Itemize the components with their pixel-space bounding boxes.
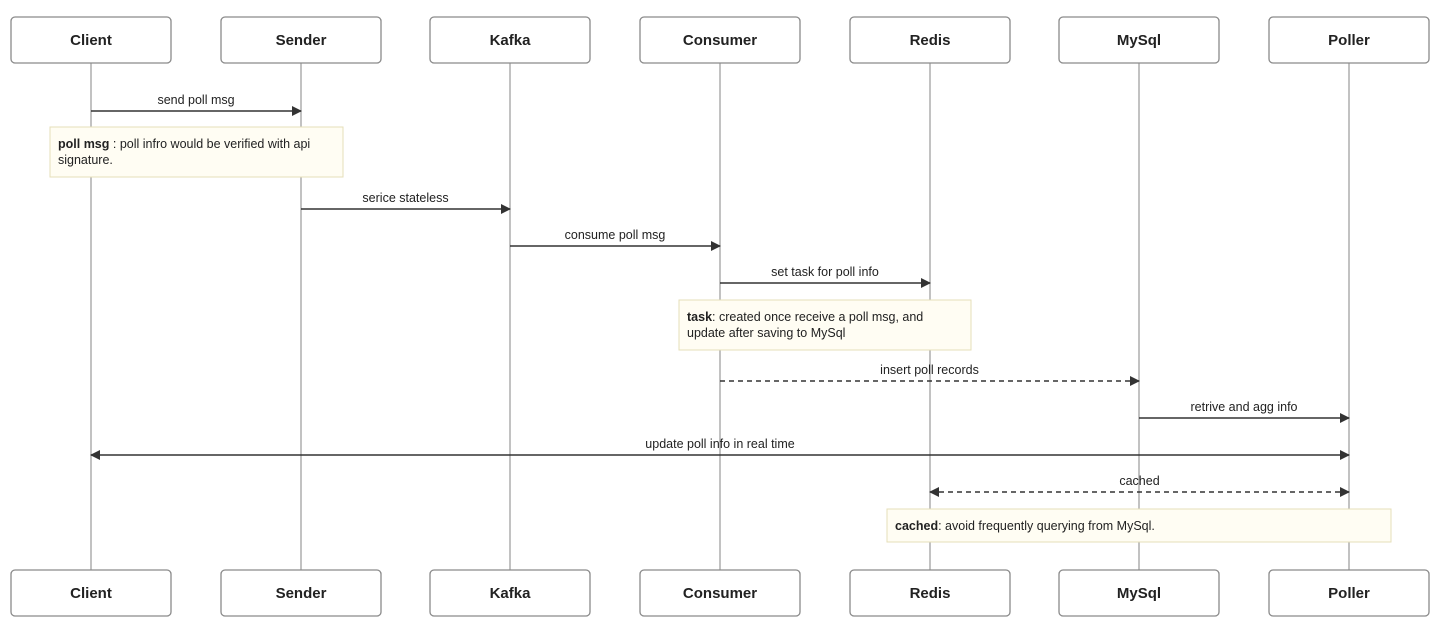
actor-box <box>639 569 801 617</box>
message-0: send poll msg <box>91 93 302 116</box>
actor-client-top: Client <box>10 16 172 64</box>
message-label: cached <box>1119 474 1159 488</box>
actor-label: Poller <box>1328 32 1370 49</box>
message-label: serice stateless <box>362 191 448 205</box>
message-label: consume poll msg <box>565 228 666 242</box>
notes: poll msg : poll infro would be verified … <box>49 126 1392 543</box>
actor-label: MySql <box>1117 32 1161 49</box>
actor-label: Consumer <box>683 585 757 602</box>
actor-box <box>429 16 591 64</box>
actor-box <box>639 16 801 64</box>
note-poll-msg: poll msg : poll infro would be verified … <box>49 126 344 178</box>
message-2: consume poll msg <box>510 228 721 251</box>
message-label: insert poll records <box>880 363 979 377</box>
actor-box <box>429 569 591 617</box>
note-task: task: created once receive a poll msg, a… <box>678 299 972 351</box>
message-7: cached <box>929 474 1350 497</box>
actor-consumer-top: Consumer <box>639 16 801 64</box>
actor-label: Client <box>70 585 112 602</box>
actor-kafka-bottom: Kafka <box>429 569 591 617</box>
actor-label: Sender <box>276 585 327 602</box>
note-cached: cached: avoid frequently querying from M… <box>886 508 1392 543</box>
actor-label: Consumer <box>683 32 757 49</box>
note-line: cached: avoid frequently querying from M… <box>895 519 1155 533</box>
actor-box <box>849 16 1011 64</box>
actors-top: Client Sender Kafka Consumer Redis MySql Polle… <box>10 16 1430 64</box>
message-label: set task for poll info <box>771 265 879 279</box>
actor-poller-bottom: Poller <box>1268 569 1430 617</box>
note-body: : poll infro would be verified with api <box>109 137 310 151</box>
actor-label: Sender <box>276 32 327 49</box>
actor-box <box>1058 569 1220 617</box>
message-label: update poll info in real time <box>645 437 794 451</box>
actor-label: Poller <box>1328 585 1370 602</box>
actor-redis-top: Redis <box>849 16 1011 64</box>
note-body: : created once receive a poll msg, and <box>712 310 923 324</box>
note-line: signature. <box>58 153 113 167</box>
actor-label: MySql <box>1117 585 1161 602</box>
note-title: cached <box>895 519 938 533</box>
actor-mysql-top: MySql <box>1058 16 1220 64</box>
actor-box <box>220 569 382 617</box>
actor-sender-bottom: Sender <box>220 569 382 617</box>
message-5: retrive and agg info <box>1139 400 1350 423</box>
message-label: send poll msg <box>157 93 234 107</box>
actor-consumer-bottom: Consumer <box>639 569 801 617</box>
message-3: set task for poll info <box>720 265 931 288</box>
actor-box <box>10 569 172 617</box>
actor-sender-top: Sender <box>220 16 382 64</box>
actor-label: Redis <box>910 32 951 49</box>
note-box <box>886 508 1392 543</box>
actor-poller-top: Poller <box>1268 16 1430 64</box>
actor-box <box>1268 569 1430 617</box>
actor-box <box>10 16 172 64</box>
note-body: : avoid frequently querying from MySql. <box>938 519 1155 533</box>
note-line: task: created once receive a poll msg, a… <box>687 310 923 324</box>
note-box <box>678 299 972 351</box>
actor-redis-bottom: Redis <box>849 569 1011 617</box>
note-title: task <box>687 310 712 324</box>
note-line: poll msg : poll infro would be verified … <box>58 137 310 151</box>
actor-label: Redis <box>910 585 951 602</box>
message-1: serice stateless <box>301 191 511 214</box>
note-line: update after saving to MySql <box>687 326 845 340</box>
message-6: update poll info in real time <box>90 437 1350 460</box>
actor-label: Client <box>70 32 112 49</box>
actor-box <box>220 16 382 64</box>
note-box <box>49 126 344 178</box>
actors-bottom: Client Sender Kafka Consumer Redis MySql Polle… <box>10 569 1430 617</box>
message-4: insert poll records <box>720 363 1140 386</box>
actor-kafka-top: Kafka <box>429 16 591 64</box>
note-title: poll msg <box>58 137 109 151</box>
actor-box <box>1268 16 1430 64</box>
message-label: retrive and agg info <box>1190 400 1297 414</box>
actor-mysql-bottom: MySql <box>1058 569 1220 617</box>
actor-box <box>1058 16 1220 64</box>
actor-box <box>849 569 1011 617</box>
actor-label: Kafka <box>490 585 532 602</box>
actor-label: Kafka <box>490 32 532 49</box>
actor-client-bottom: Client <box>10 569 172 617</box>
messages: send poll msg serice stateless consume pol… <box>90 93 1350 497</box>
